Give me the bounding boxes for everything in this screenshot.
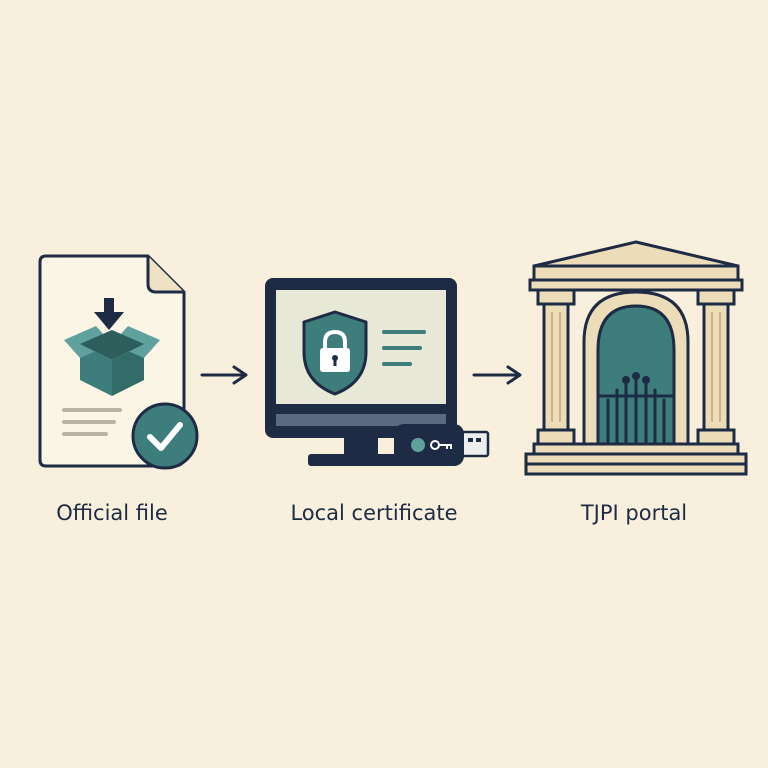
verified-check-icon — [131, 402, 199, 470]
courthouse-gate-icon — [524, 240, 748, 476]
download-arrow-icon — [94, 298, 124, 330]
arrow-right-icon — [200, 365, 248, 385]
monitor-shield-usb-key-icon — [265, 278, 490, 466]
document-download-check-icon — [38, 254, 199, 470]
step-label-official-file: Official file — [56, 501, 168, 525]
arrow-right-icon — [472, 365, 522, 385]
step-label-local-certificate: Local certificate — [290, 501, 458, 525]
shield-lock-icon — [302, 310, 368, 396]
package-box-icon — [64, 326, 160, 396]
usb-key-icon — [394, 424, 490, 466]
step-label-tjpi-portal: TJPI portal — [580, 501, 688, 525]
gate-bars-icon — [596, 372, 676, 446]
